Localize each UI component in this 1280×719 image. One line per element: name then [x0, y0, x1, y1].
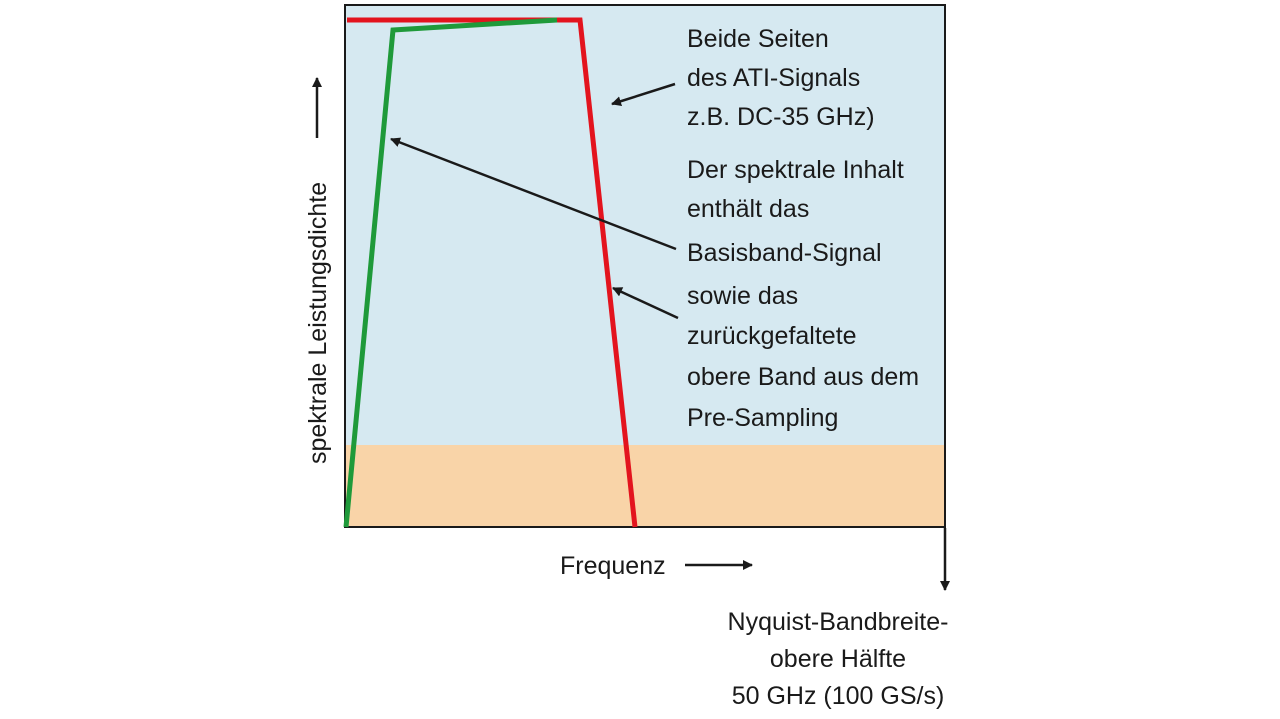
annotation-ati-line-2: des ATI-Signals: [687, 64, 860, 92]
plot-area-lower: [345, 445, 945, 527]
annotation-content-line-4: sowie das: [687, 282, 798, 310]
x-axis-label: Frequenz: [560, 552, 666, 580]
annotation-content-line-7: Pre-Sampling: [687, 404, 838, 432]
annotation-content-line-6: obere Band aus dem: [687, 363, 919, 391]
nyquist-label: Nyquist-Bandbreite- obere Hälfte 50 GHz …: [728, 608, 949, 710]
annotation-content-arrow-red: [612, 286, 679, 320]
nyquist-label-line-3: 50 GHz (100 GS/s): [732, 682, 945, 710]
annotation-content-line-5: zurückgefaltete: [687, 322, 857, 350]
annotation-ati-line-1: Beide Seiten: [687, 25, 829, 53]
annotation-ati-arrow: [611, 82, 676, 107]
baseband-curve-green: [343, 17, 558, 528]
nyquist-label-line-2: obere Hälfte: [770, 645, 906, 673]
annotation-content-line-1: Der spektrale Inhalt: [687, 156, 904, 184]
plot-area-upper: [345, 5, 945, 445]
annotation-content-line-2: enthält das: [687, 195, 809, 223]
annotation-content-line-3: Basisband-Signal: [687, 239, 882, 267]
annotation-content-arrow-green: [390, 137, 677, 251]
y-axis-label: spektrale Leistungsdichte: [304, 182, 332, 464]
nyquist-label-line-1: Nyquist-Bandbreite-: [728, 608, 949, 636]
annotation-spectral-content: Der spektrale Inhalt enthält das Basisba…: [687, 156, 919, 432]
annotation-ati-line-3: z.B. DC-35 GHz): [687, 103, 875, 131]
annotation-ati-signal: Beide Seiten des ATI-Signals z.B. DC-35 …: [687, 25, 875, 131]
ati-signal-curve-red: [347, 17, 638, 528]
